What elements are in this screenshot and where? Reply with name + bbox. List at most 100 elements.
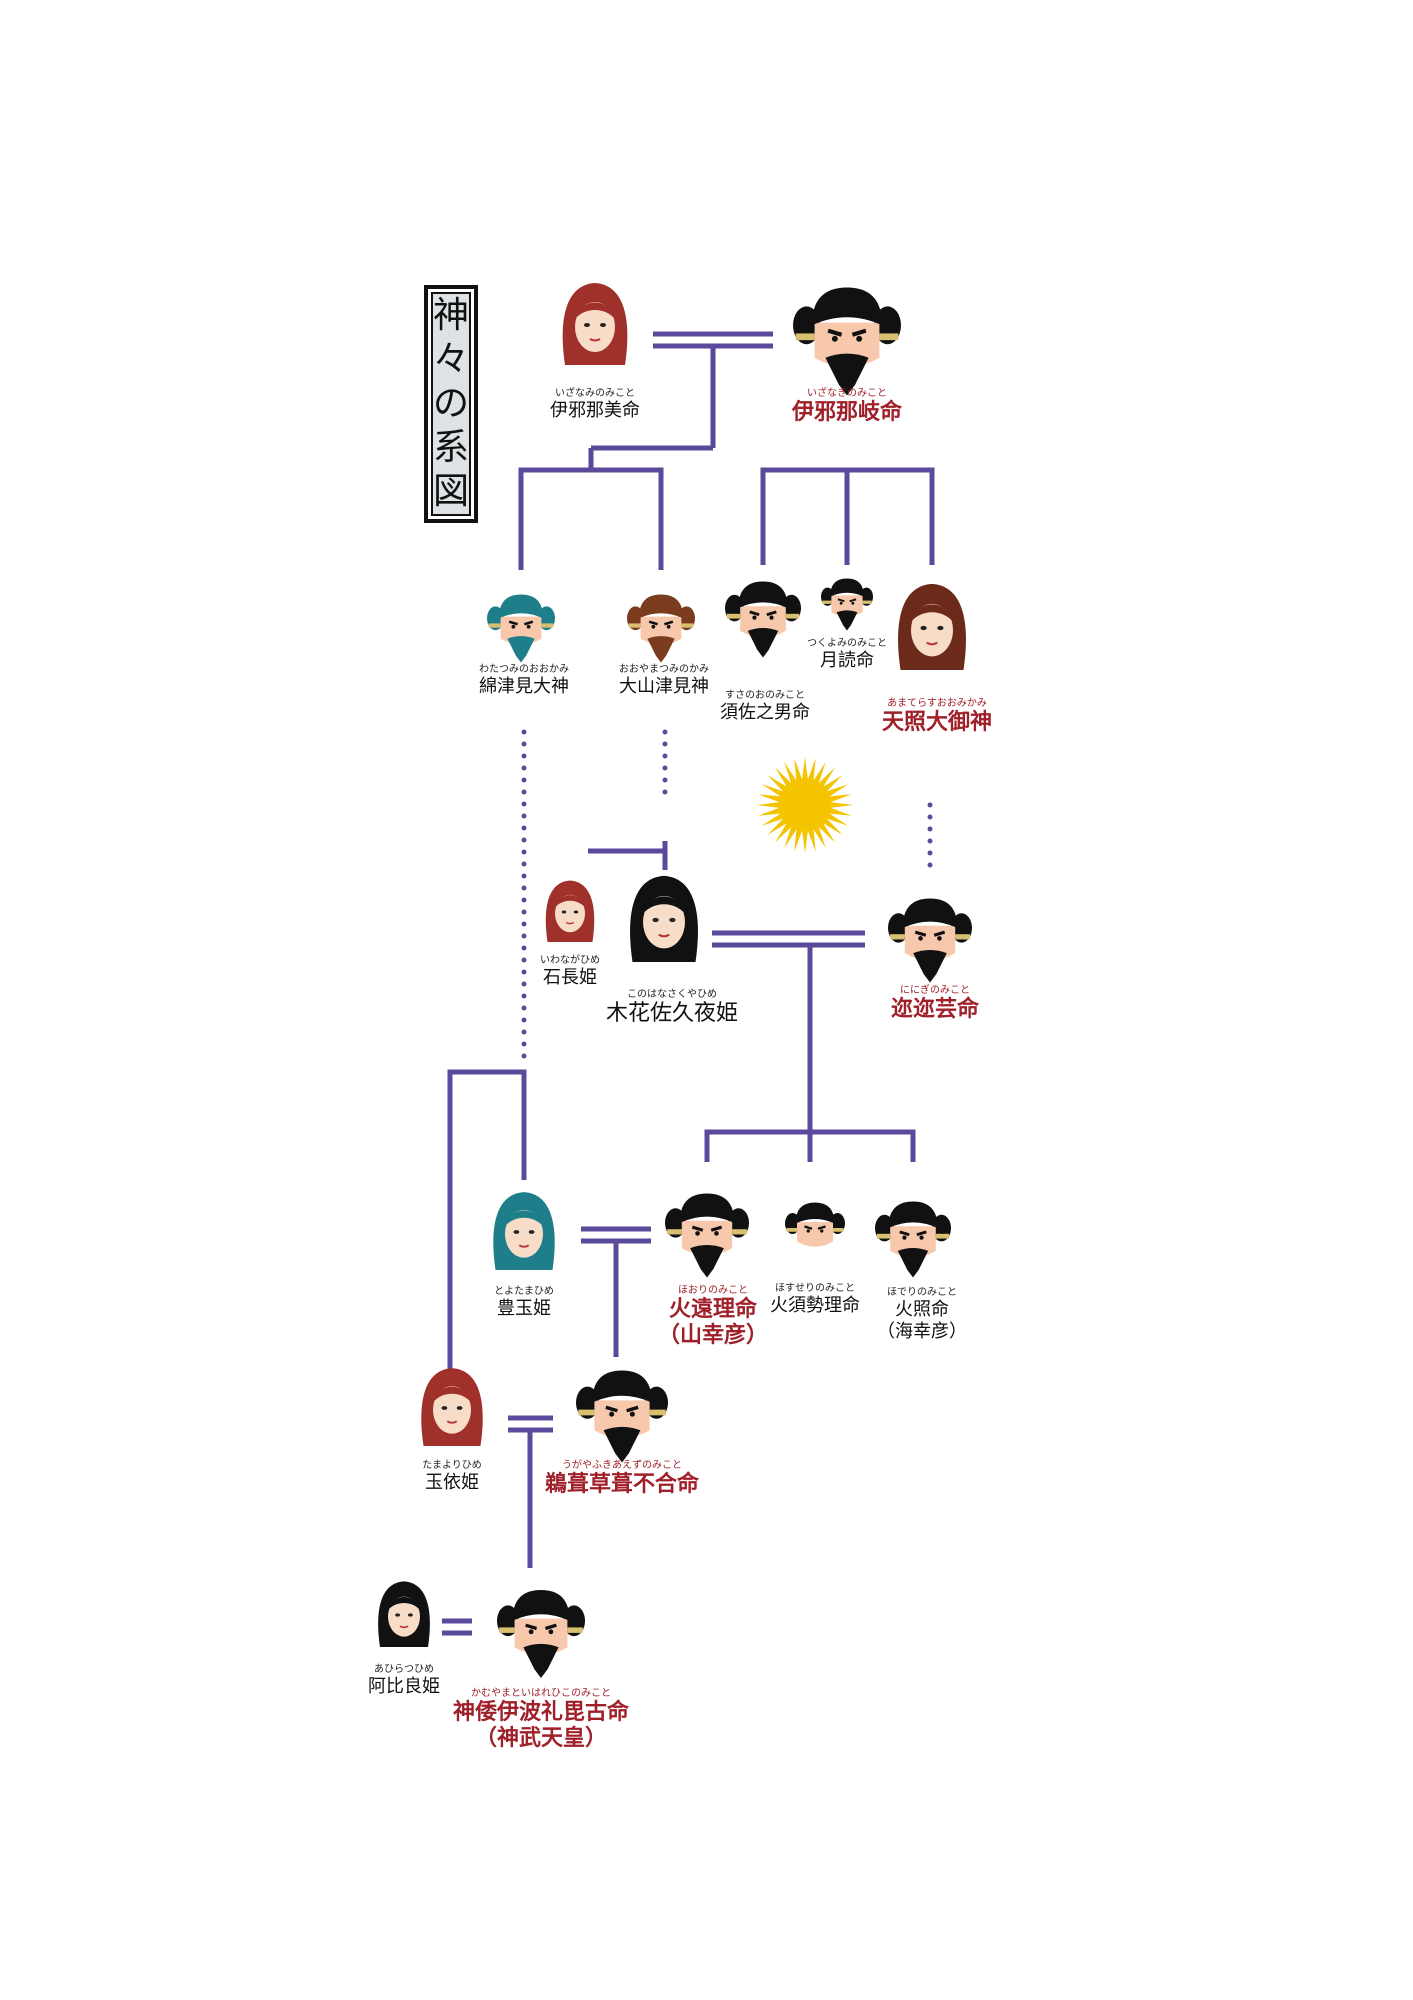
beard — [603, 1426, 641, 1463]
brows — [749, 610, 777, 617]
hair-band — [488, 623, 501, 628]
person-label: あひらつひめ 阿比良姫 — [368, 1664, 440, 1698]
brows — [914, 930, 946, 937]
hair-band — [785, 613, 800, 619]
hair-band — [567, 1627, 583, 1633]
name: 須佐之男命 — [720, 702, 810, 723]
bangs — [555, 895, 585, 908]
name: 石長姫 — [543, 967, 597, 988]
eye — [856, 335, 863, 342]
eye — [513, 1230, 520, 1234]
male-portrait-icon — [821, 578, 873, 631]
eye — [528, 1230, 535, 1234]
mouth — [926, 641, 938, 646]
mouth — [446, 1420, 458, 1424]
eye — [584, 323, 590, 327]
hair-band — [628, 623, 641, 628]
hair-band — [726, 613, 741, 619]
brows — [804, 1225, 826, 1230]
name: 大山津見神 — [619, 676, 709, 697]
eye — [408, 1613, 413, 1617]
name: 火須勢理命 — [770, 1295, 860, 1316]
ruby: とよたまひめ — [494, 1286, 554, 1297]
eye — [526, 624, 531, 629]
ruby: ににぎのみこと — [899, 985, 970, 996]
hair-band — [667, 1229, 682, 1235]
mouth — [589, 338, 601, 342]
eye — [851, 601, 855, 605]
ruby: ほすせりのみこと — [775, 1283, 855, 1294]
title-char: 神 — [433, 295, 470, 336]
hair-top — [811, 287, 883, 326]
male-portrait-icon — [785, 1202, 845, 1247]
brows — [605, 1405, 639, 1413]
eye — [920, 625, 927, 631]
eye — [395, 1613, 400, 1617]
face — [555, 894, 585, 933]
beard — [897, 1248, 929, 1278]
hair-band — [499, 1627, 515, 1633]
male-portrait-icon — [576, 1370, 668, 1463]
ruby: いわながひめ — [540, 955, 600, 966]
hair-top — [795, 1202, 835, 1224]
ruby: すさのおのみこと — [725, 690, 805, 701]
male-portrait-icon — [665, 1193, 749, 1278]
brows — [691, 1225, 723, 1232]
face — [505, 1210, 543, 1258]
face — [388, 1596, 420, 1637]
ruby: たまよりひめ — [422, 1460, 482, 1471]
person-label: ほおりのみこと 火遠理命 （山幸彦） — [658, 1285, 768, 1349]
male-portrait-icon — [793, 287, 901, 396]
name: 火遠理命 — [668, 1297, 758, 1322]
bangs — [505, 1210, 543, 1227]
hair-top — [738, 581, 788, 609]
brows — [648, 620, 674, 626]
female-portrait-icon — [630, 875, 698, 962]
ruby: ほでりのみこと — [887, 1287, 957, 1298]
name-alias: （海幸彦） — [877, 1321, 967, 1342]
male-portrait-icon — [487, 594, 555, 663]
name: 阿比良姫 — [368, 1676, 440, 1697]
face — [643, 895, 685, 949]
eye — [769, 615, 774, 620]
hair-band — [541, 623, 554, 628]
ruby: あひらつひめ — [374, 1664, 434, 1675]
eye — [695, 1231, 700, 1236]
eye — [609, 1411, 615, 1417]
brows — [899, 1230, 927, 1237]
face — [911, 603, 953, 657]
hair-top — [498, 594, 544, 619]
brows — [837, 598, 857, 603]
ruby: ほおりのみこと — [677, 1285, 748, 1296]
hair-band — [795, 333, 815, 341]
name: 天照大御神 — [881, 710, 993, 735]
hair-band — [578, 1409, 595, 1416]
ruby: わたつみのおおかみ — [479, 664, 569, 675]
title-char: の — [433, 383, 470, 424]
male-portrait-icon — [888, 898, 972, 983]
person-label: たまよりひめ 玉依姫 — [422, 1460, 482, 1494]
title-char: 系 — [433, 427, 470, 468]
female-portrait-icon — [421, 1368, 483, 1446]
mouth — [658, 933, 670, 938]
eye — [839, 601, 843, 605]
male-portrait-icon — [497, 1590, 585, 1678]
hair-band — [862, 600, 872, 604]
beard — [690, 1244, 724, 1278]
ruby: いざなきのみこと — [806, 388, 887, 399]
bangs — [643, 896, 685, 914]
name: 木花佐久夜姫 — [605, 1001, 739, 1026]
ruby: あまてらすおおみかみ — [887, 698, 987, 709]
name: 綿津見大神 — [479, 676, 569, 697]
eye — [651, 624, 656, 629]
hair-top — [902, 898, 958, 928]
brows — [508, 620, 534, 626]
ruby: うがやふきあえずのみこと — [561, 1460, 682, 1471]
hair-band — [955, 934, 970, 940]
eye — [669, 917, 676, 923]
bangs — [433, 1386, 471, 1403]
name: 伊邪那美命 — [550, 400, 640, 421]
eye — [528, 1629, 534, 1635]
